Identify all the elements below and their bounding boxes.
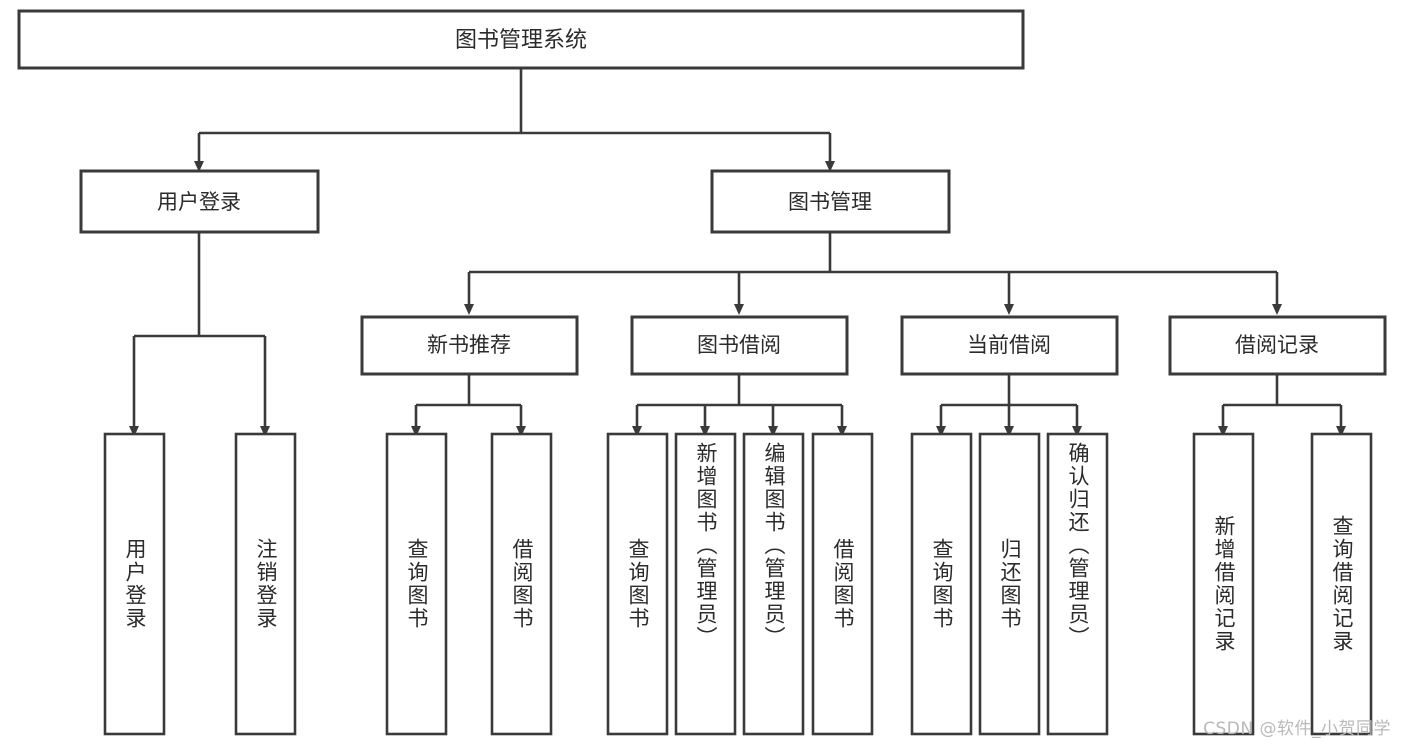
node-borrow-record[interactable]: 借阅记录 xyxy=(1168,315,1387,376)
leaf-box-new-book-2[interactable] xyxy=(490,432,553,736)
node-user-login-label: 用户登录 xyxy=(157,190,241,214)
leaf-box-new-book-1[interactable] xyxy=(385,432,448,736)
node-current-borrow[interactable]: 当前借阅 xyxy=(900,315,1119,376)
leaf-box-current-borrow-3[interactable] xyxy=(1046,432,1109,736)
node-borrow-record-label: 借阅记录 xyxy=(1235,333,1319,357)
leaf-box-book-borrow-2[interactable] xyxy=(674,432,737,736)
node-root[interactable]: 图书管理系统 xyxy=(17,9,1025,70)
leaf-box-borrow-record-1[interactable] xyxy=(1192,432,1255,736)
leaf-box-current-borrow-1[interactable] xyxy=(910,432,973,736)
leaf-box-borrow-record-2[interactable] xyxy=(1310,432,1373,736)
node-new-book-recommend-label: 新书推荐 xyxy=(427,333,511,357)
node-book-borrow-label: 图书借阅 xyxy=(697,333,781,357)
node-book-manage-label: 图书管理 xyxy=(788,190,872,214)
node-book-borrow[interactable]: 图书借阅 xyxy=(630,315,849,376)
node-current-borrow-label: 当前借阅 xyxy=(967,333,1051,357)
leaf-box-current-borrow-2[interactable] xyxy=(978,432,1041,736)
node-user-login[interactable]: 用户登录 xyxy=(79,169,320,234)
node-book-manage[interactable]: 图书管理 xyxy=(710,169,951,234)
leaf-box-user-login-2[interactable] xyxy=(234,432,297,736)
csdn-watermark: CSDN @软件_小贺同学 xyxy=(1203,719,1391,739)
leaf-box-user-login-1[interactable] xyxy=(103,432,166,736)
node-new-book-recommend[interactable]: 新书推荐 xyxy=(360,315,579,376)
leaf-box-book-borrow-4[interactable] xyxy=(811,432,874,736)
leaf-box-book-borrow-3[interactable] xyxy=(742,432,805,736)
node-root-label: 图书管理系统 xyxy=(455,28,587,53)
leaf-box-book-borrow-1[interactable] xyxy=(606,432,669,736)
